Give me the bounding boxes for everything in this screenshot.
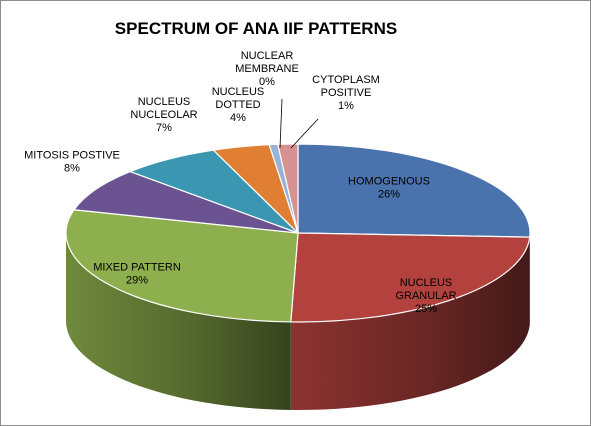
slice-name-4: NUCLEOLAR	[130, 109, 197, 121]
slice-name-4: NUCLEUS	[138, 96, 191, 108]
slice-percent-7: 1%	[338, 100, 354, 112]
leader-line-7	[290, 118, 319, 149]
slice-name-5: DOTTED	[215, 99, 260, 111]
chart-title: SPECTRUM OF ANA IIF PATTERNS	[115, 19, 397, 38]
pie-side-layer	[66, 233, 530, 410]
slice-percent-1: 25%	[415, 303, 437, 315]
slice-percent-0: 26%	[378, 189, 400, 201]
slice-name-2: MIXED PATTERN	[93, 262, 181, 274]
slice-percent-4: 7%	[156, 122, 172, 134]
slice-name-7: CYTOPLASM	[312, 74, 380, 86]
slice-name-1: NUCLEUS	[400, 277, 453, 289]
slice-percent-5: 4%	[230, 112, 246, 124]
slice-name-5: NUCLEUS	[212, 86, 265, 98]
pie-slice-2	[65, 209, 299, 323]
pie-top-layer	[65, 143, 531, 323]
slice-name-6: NUCLEAR	[241, 50, 294, 62]
slice-name-6: MEMBRANE	[235, 63, 299, 75]
pie-slice-1	[290, 232, 531, 323]
pie-slice-3	[73, 170, 299, 234]
slice-percent-6: 0%	[259, 76, 275, 88]
slice-percent-3: 8%	[64, 163, 80, 175]
pie-slice-0	[297, 143, 531, 238]
pie-side-2	[66, 233, 291, 410]
leader-lines	[279, 98, 319, 149]
slice-name-0: HOMOGENOUS	[348, 176, 430, 188]
pie-side-1	[290, 237, 530, 410]
slice-name-1: GRANULAR	[395, 290, 456, 302]
pie-slice-7	[277, 143, 299, 234]
slice-name-7: POSITIVE	[321, 87, 372, 99]
slice-name-3: MITOSIS POSTIVE	[24, 150, 120, 162]
slice-percent-2: 29%	[126, 275, 148, 287]
leader-line-6	[279, 98, 283, 149]
